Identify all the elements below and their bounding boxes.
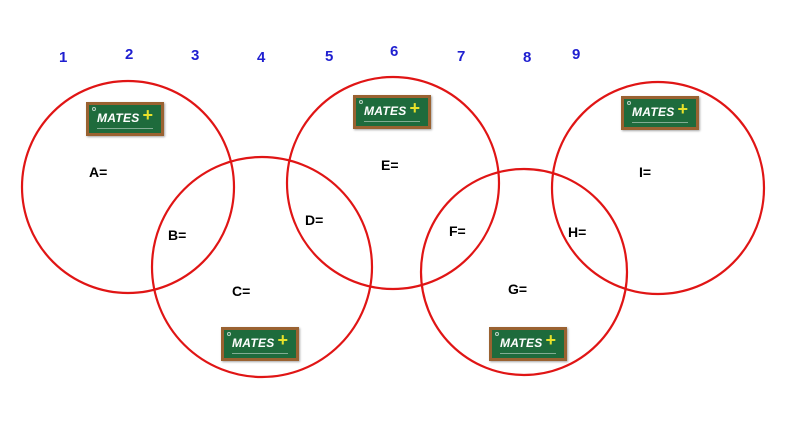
logo-word: MATES: [500, 336, 543, 350]
mates-logo-1: MATES +: [86, 102, 164, 136]
logo-line: [632, 122, 688, 123]
number-4: 4: [257, 49, 266, 66]
number-8: 8: [523, 49, 532, 66]
logo-line: [500, 353, 556, 354]
logo-word: MATES: [97, 111, 140, 125]
label-a: A=: [89, 164, 108, 180]
logo-line: [97, 128, 153, 129]
circle-2: [150, 155, 374, 379]
label-e: E=: [381, 157, 399, 173]
plus-icon: +: [409, 98, 420, 118]
logo-dot: [92, 107, 96, 111]
logo-line: [364, 121, 420, 122]
plus-icon: +: [142, 105, 153, 125]
logo-dot: [627, 101, 631, 105]
label-c: C=: [232, 283, 251, 299]
mates-logo-3: MATES +: [621, 96, 699, 130]
label-b: B=: [168, 227, 187, 243]
logo-word: MATES: [232, 336, 275, 350]
number-1: 1: [59, 49, 68, 66]
number-9: 9: [572, 46, 581, 63]
logo-line: [232, 353, 288, 354]
circle-4: [419, 167, 629, 377]
logo-dot: [227, 332, 231, 336]
label-i: I=: [639, 164, 652, 180]
plus-icon: +: [677, 99, 688, 119]
number-3: 3: [191, 47, 200, 64]
mates-logo-2: MATES +: [353, 95, 431, 129]
label-g: G=: [508, 281, 528, 297]
logo-word: MATES: [632, 105, 675, 119]
mates-logo-4: MATES +: [221, 327, 299, 361]
number-6: 6: [390, 43, 399, 60]
circle-3: [285, 75, 501, 291]
label-h: H=: [568, 224, 587, 240]
number-2: 2: [125, 46, 134, 63]
logo-dot: [359, 100, 363, 104]
plus-icon: +: [277, 330, 288, 350]
logo-word: MATES: [364, 104, 407, 118]
mates-logo-5: MATES +: [489, 327, 567, 361]
number-5: 5: [325, 48, 334, 65]
label-f: F=: [449, 223, 466, 239]
label-d: D=: [305, 212, 324, 228]
logo-dot: [495, 332, 499, 336]
number-7: 7: [457, 48, 466, 65]
circle-5: [550, 80, 766, 296]
circle-1: [20, 79, 236, 295]
plus-icon: +: [545, 330, 556, 350]
